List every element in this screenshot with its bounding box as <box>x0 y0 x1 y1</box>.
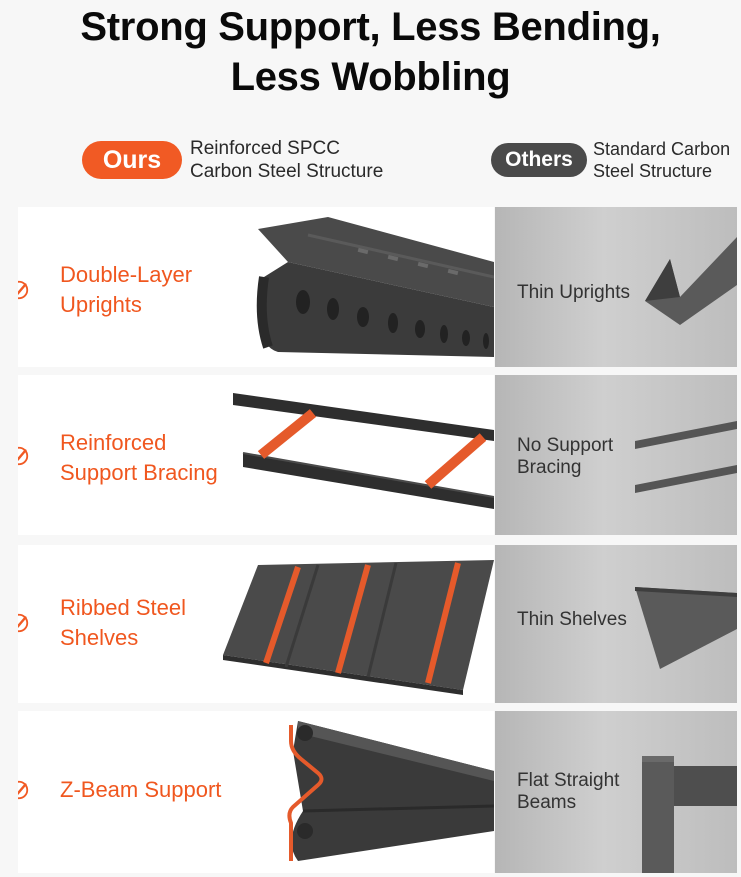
feature-label: Double-Layer Uprights <box>60 260 192 320</box>
title-line-1: Strong Support, Less Bending, <box>80 5 661 49</box>
title-line-2: Less Wobbling <box>230 55 511 99</box>
support-bracing-image <box>233 393 494 509</box>
others-line-1: Thin Shelves <box>517 609 627 630</box>
feature-line-1: Double-Layer <box>60 262 193 287</box>
double-layer-upright-image <box>256 217 494 357</box>
comparison-row-shelves: Ribbed Steel Shelves Thin Shelves <box>18 545 737 703</box>
z-beam-image <box>287 721 494 861</box>
others-line-2: Bracing <box>517 457 582 478</box>
check-circle-icon <box>18 446 29 466</box>
others-label: Flat Straight Beams <box>517 770 619 814</box>
flat-beam-image <box>642 756 737 873</box>
feature-label: Z-Beam Support <box>60 775 221 805</box>
others-feature-card: No Support Bracing <box>495 375 737 535</box>
others-feature-card: Thin Shelves <box>495 545 737 703</box>
feature-label: Ribbed Steel Shelves <box>60 593 186 653</box>
others-label: No Support Bracing <box>517 435 613 479</box>
others-line-2: Beams <box>517 792 577 813</box>
comparison-row-bracing: Reinforced Support Bracing No Support Br… <box>18 375 737 535</box>
page-title: Strong Support, Less Bending, Less Wobbl… <box>0 2 741 102</box>
comparison-row-beams: Z-Beam Support Flat Straight Beams <box>18 711 737 873</box>
others-label: Thin Shelves <box>517 609 627 631</box>
others-description-line-1: Standard Carbon <box>593 139 731 159</box>
feature-line-2: Shelves <box>60 625 139 650</box>
others-line-1: Thin Uprights <box>517 282 630 303</box>
check-circle-icon <box>18 613 29 633</box>
others-line-1: Flat Straight <box>517 770 620 791</box>
check-circle-icon <box>18 780 29 800</box>
feature-line-1: Ribbed Steel <box>60 595 186 620</box>
others-feature-card: Thin Uprights <box>495 207 737 367</box>
others-description: Standard Carbon Steel Structure <box>593 138 730 182</box>
ribbed-shelf-image <box>223 560 494 695</box>
others-description-line-2: Steel Structure <box>593 161 713 181</box>
ours-feature-card: Double-Layer Uprights <box>18 207 494 367</box>
ours-badge: Ours <box>82 141 182 179</box>
feature-label: Reinforced Support Bracing <box>60 428 218 488</box>
others-line-1: No Support <box>517 435 614 456</box>
legend-ours: Ours Reinforced SPCC Carbon Steel Struct… <box>82 136 383 184</box>
feature-line-2: Support Bracing <box>60 460 218 485</box>
thin-upright-image <box>645 237 737 325</box>
ours-feature-card: Z-Beam Support <box>18 711 494 873</box>
others-label: Thin Uprights <box>517 282 630 304</box>
ours-description: Reinforced SPCC Carbon Steel Structure <box>190 137 383 183</box>
ours-description-line-2: Carbon Steel Structure <box>190 161 384 182</box>
check-circle-icon <box>18 280 29 300</box>
feature-line-1: Reinforced <box>60 430 167 455</box>
legend-others: Others Standard Carbon Steel Structure <box>491 136 730 184</box>
feature-line-1: Z-Beam Support <box>60 777 222 802</box>
no-bracing-image <box>635 421 737 493</box>
ours-feature-card: Reinforced Support Bracing <box>18 375 494 535</box>
feature-line-2: Uprights <box>60 292 142 317</box>
others-feature-card: Flat Straight Beams <box>495 711 737 873</box>
ours-description-line-1: Reinforced SPCC <box>190 138 340 159</box>
others-badge: Others <box>491 143 587 177</box>
ours-feature-card: Ribbed Steel Shelves <box>18 545 494 703</box>
thin-shelf-image <box>635 587 737 669</box>
comparison-row-uprights: Double-Layer Uprights <box>18 207 737 367</box>
